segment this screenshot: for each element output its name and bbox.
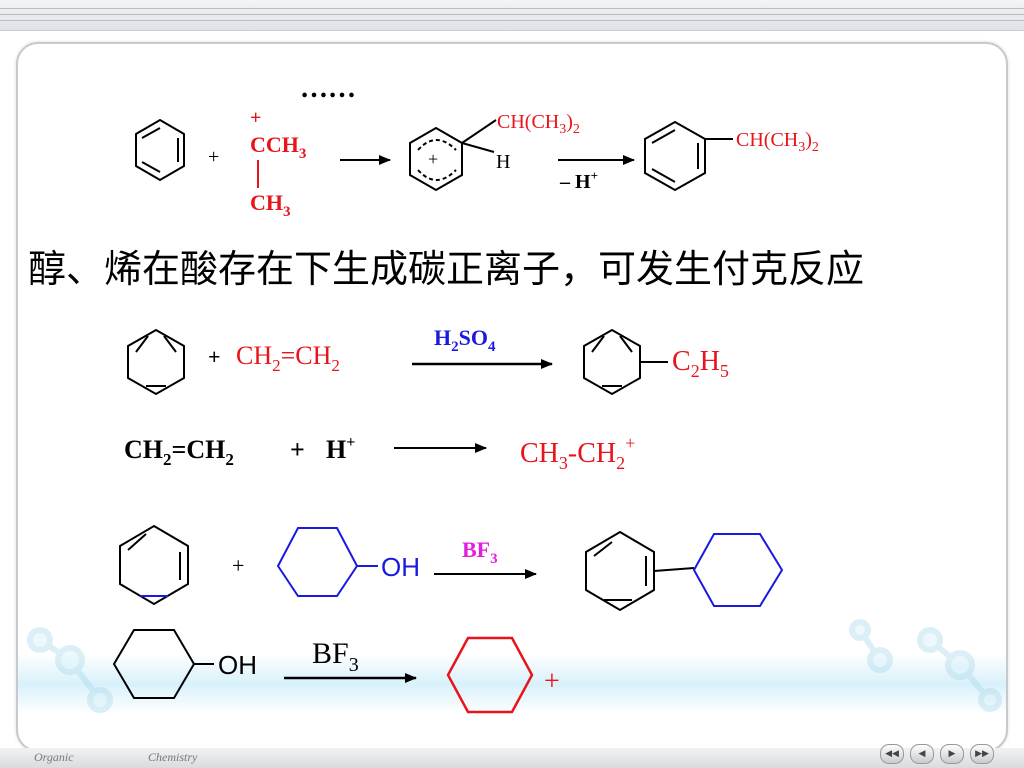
footer-word-organic: Organic bbox=[34, 750, 74, 764]
hydroxyl-group: OH bbox=[381, 552, 420, 582]
sigma-hydrogen: H bbox=[496, 151, 510, 173]
benzene-ring-product-1 bbox=[644, 120, 733, 192]
first-slide-button[interactable]: ◀◀ bbox=[880, 744, 904, 764]
ellipsis: …… bbox=[300, 73, 356, 104]
ethylene: CH2=CH2 bbox=[124, 435, 234, 469]
slide-heading: 醇、烯在酸存在下生成碳正离子，可发生付克反应 bbox=[28, 247, 864, 291]
sigma-substituent: CH(CH3)2 bbox=[497, 111, 580, 137]
benzene-ring-1 bbox=[135, 118, 185, 182]
slide-footer: Organic Chemistry bbox=[0, 748, 1024, 768]
plus-sign: + bbox=[208, 146, 219, 168]
loss-of-proton: – H+ bbox=[559, 168, 598, 193]
plus-sign: + bbox=[208, 344, 221, 369]
benzene-ring-2 bbox=[127, 328, 185, 396]
footer-word-chemistry: Chemistry bbox=[148, 750, 198, 764]
isopropyl-cation-bottom: CH3 bbox=[250, 190, 291, 220]
cation-charge: + bbox=[544, 666, 560, 697]
reaction-4: + OH BF3 bbox=[119, 524, 784, 612]
window-top-bar bbox=[0, 0, 1024, 31]
cation-charge: + bbox=[250, 107, 261, 129]
catalyst-h2so4: H2SO4 bbox=[434, 325, 496, 355]
benzene-ring-3 bbox=[119, 524, 189, 606]
hydroxyl-group: OH bbox=[218, 650, 257, 680]
slide-navigation: ◀◀ ◀ ▶ ▶▶ bbox=[880, 744, 994, 764]
plus-sign: + bbox=[232, 553, 244, 578]
catalyst-bf3: BF3 bbox=[462, 537, 498, 567]
cyclohexanol-2 bbox=[112, 629, 214, 699]
cyclohexanol bbox=[276, 527, 378, 597]
proton: H+ bbox=[326, 434, 355, 464]
reaction-3: CH2=CH2 + H+ CH3-CH2+ bbox=[124, 433, 635, 473]
sigma-charge: + bbox=[428, 149, 438, 169]
ethyl-cation: CH3-CH2+ bbox=[520, 433, 635, 473]
plus-sign: + bbox=[290, 435, 305, 464]
cyclohexyl-cation bbox=[446, 636, 534, 714]
last-slide-button[interactable]: ▶▶ bbox=[970, 744, 994, 764]
phenylcyclohexane bbox=[585, 530, 784, 612]
reaction-1: + + CCH3 CH3 + CH(CH3)2 H – H+ CH(CH3)2 bbox=[135, 107, 819, 220]
ethylene-reagent: CH2=CH2 bbox=[236, 341, 340, 375]
reaction-2: + CH2=CH2 H2SO4 C2H5 bbox=[127, 325, 729, 396]
slide-panel bbox=[16, 42, 1008, 752]
isopropyl-substituent: CH(CH3)2 bbox=[736, 129, 819, 155]
reaction-5: OH BF3 + bbox=[112, 629, 560, 714]
ethyl-substituent: C2H5 bbox=[672, 346, 729, 381]
sigma-complex bbox=[409, 119, 497, 192]
catalyst-bf3: BF3 bbox=[312, 637, 359, 676]
previous-slide-button[interactable]: ◀ bbox=[910, 744, 934, 764]
decorative-molecules bbox=[27, 619, 1002, 713]
next-slide-button[interactable]: ▶ bbox=[940, 744, 964, 764]
benzene-ring-product-2 bbox=[583, 328, 668, 396]
isopropyl-cation-top: CCH3 bbox=[250, 132, 306, 162]
